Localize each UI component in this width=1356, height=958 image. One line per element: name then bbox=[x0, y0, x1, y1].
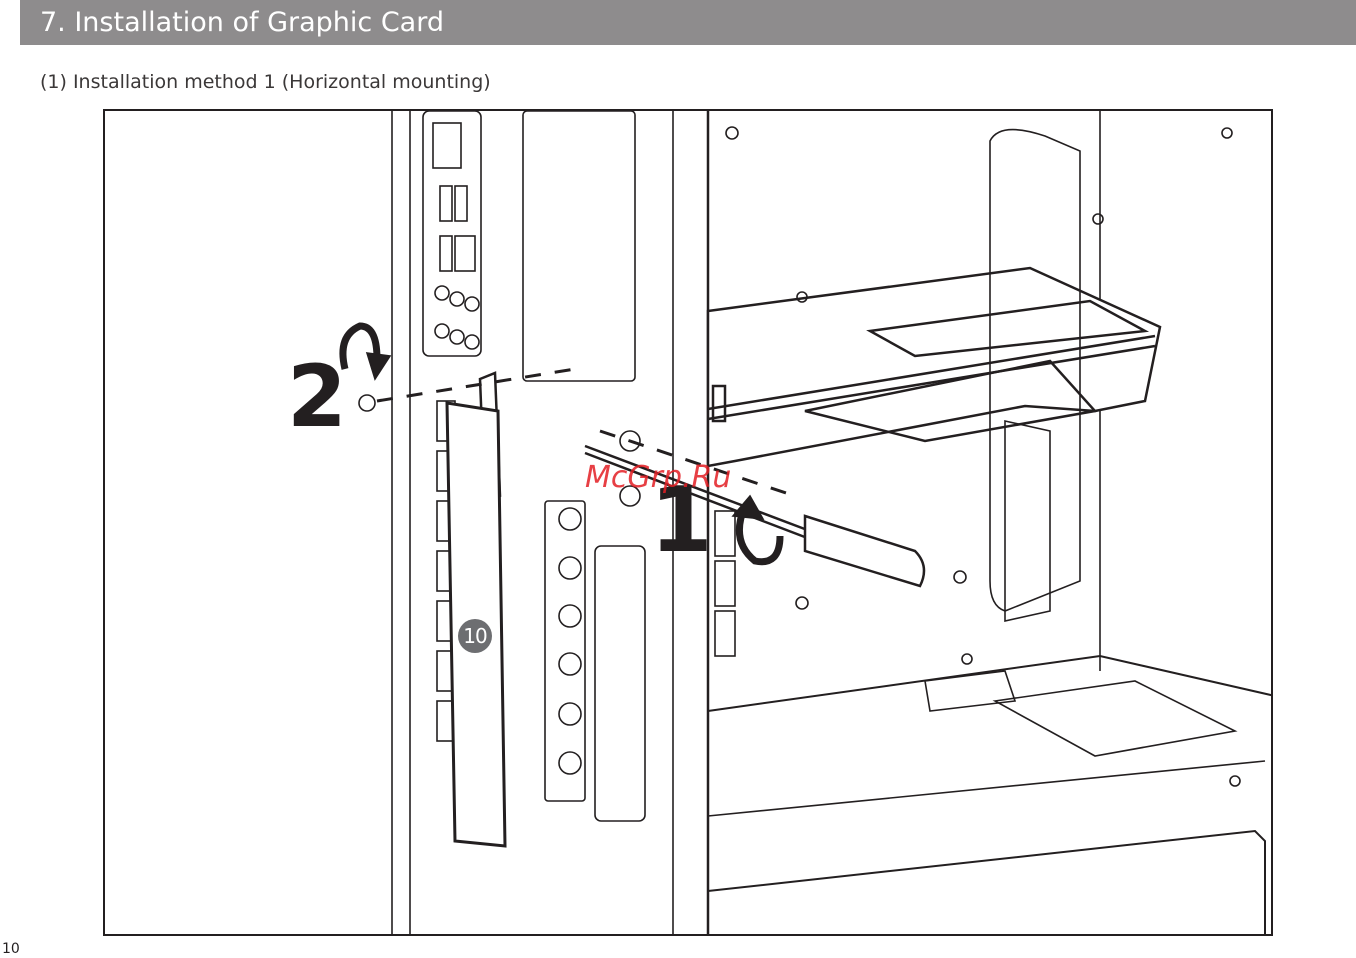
page-number: 10 bbox=[2, 940, 20, 958]
part-callout-badge: 10 bbox=[458, 619, 492, 653]
cable-grommet bbox=[1005, 421, 1050, 621]
section-header-bar: 7. Installation of Graphic Card bbox=[20, 0, 1356, 45]
screw-guide-line bbox=[377, 369, 575, 401]
tray-cutout bbox=[523, 111, 635, 381]
audio-jack bbox=[450, 292, 464, 306]
pcie-slots bbox=[715, 511, 735, 656]
vga-port bbox=[433, 123, 461, 168]
rear-io-panel bbox=[423, 111, 481, 356]
usb-port bbox=[440, 236, 452, 271]
rotate-arrow-head-icon bbox=[367, 353, 390, 379]
method-subtitle: (1) Installation method 1 (Horizontal mo… bbox=[40, 68, 491, 96]
ssd-bracket bbox=[995, 681, 1235, 756]
audio-jack bbox=[465, 297, 479, 311]
chassis-holes bbox=[726, 127, 1240, 786]
step-2-label: 2 bbox=[287, 352, 347, 442]
usb-port bbox=[440, 186, 452, 221]
audio-jack bbox=[435, 286, 449, 300]
rear-cutout bbox=[595, 546, 645, 821]
audio-jack bbox=[435, 324, 449, 338]
slot-screws bbox=[559, 508, 581, 774]
loose-screw bbox=[359, 395, 375, 411]
lan-port bbox=[455, 236, 475, 271]
psu-shroud-edge bbox=[708, 656, 1273, 711]
psu-shroud-front bbox=[708, 831, 1265, 936]
audio-jack bbox=[450, 330, 464, 344]
watermark-text: McGrp.Ru bbox=[585, 460, 731, 495]
audio-jack bbox=[465, 335, 479, 349]
rotate-arrow-head-icon bbox=[733, 496, 763, 519]
usb-port bbox=[455, 186, 467, 221]
section-title: 7. Installation of Graphic Card bbox=[40, 5, 444, 41]
psu-shroud-line bbox=[708, 761, 1265, 816]
graphics-card bbox=[708, 268, 1160, 466]
